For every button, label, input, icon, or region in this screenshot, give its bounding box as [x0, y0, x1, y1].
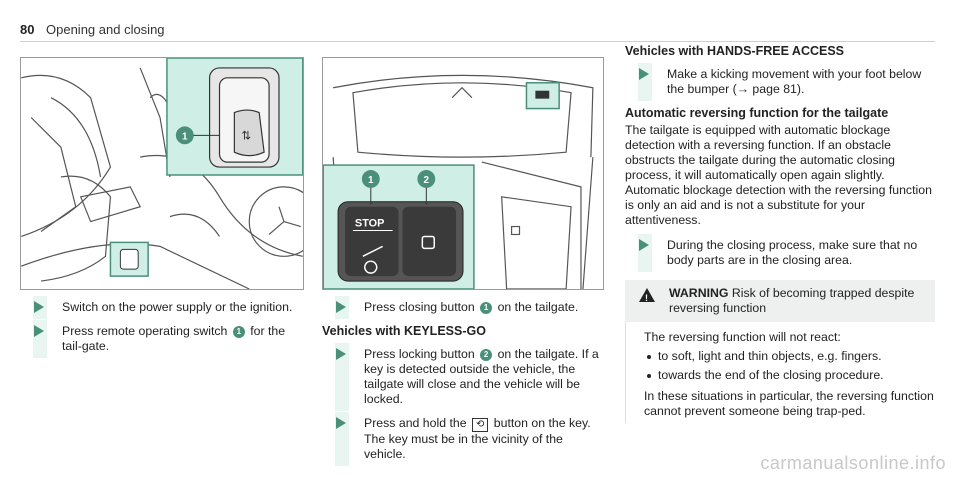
step-press-closing-button: Press closing button 1 on the tailgate. — [322, 296, 607, 319]
door-illustration: ⇅ 1 — [21, 58, 303, 289]
list-item: towards the end of the closing procedure… — [644, 368, 935, 383]
warning-box: ! WARNING Risk of becoming trapped despi… — [625, 280, 935, 423]
figure-door-switch: ⇅ 1 — [20, 57, 304, 290]
column-right-text: Vehicles with HANDS-FREE ACCESS Make a k… — [625, 40, 935, 423]
callout-2: 2 — [424, 175, 430, 186]
step-press-hold-key: Press and hold the ⟲ button on the key. … — [322, 412, 607, 466]
heading-keyless-go: Vehicles with KEYLESS-GO — [322, 324, 486, 338]
number-badge: 1 — [232, 326, 245, 338]
figure-tailgate-buttons: STOP 1 2 — [322, 57, 604, 290]
step-arrow-icon — [639, 239, 649, 251]
step-arrow-icon — [336, 348, 346, 360]
tailgate-key-icon: ⟲ — [471, 418, 489, 432]
page-header: 80 Opening and closing — [20, 22, 935, 42]
step-arrow-icon — [336, 417, 346, 429]
paragraph-reversing: The tailgate is equipped with automatic … — [625, 123, 932, 227]
warning-triangle-icon: ! — [639, 288, 655, 303]
page-number: 80 — [20, 22, 35, 37]
heading-hands-free: Vehicles with HANDS-FREE ACCESS — [625, 44, 845, 58]
warning-header: ! WARNING Risk of becoming trapped despi… — [625, 280, 935, 322]
warning-title: Risk of becoming trapped despite reversi… — [669, 286, 915, 315]
callout-1: 1 — [182, 131, 188, 142]
step-arrow-icon — [34, 301, 44, 313]
list-item: to soft, light and thin objects, e.g. fi… — [644, 349, 935, 364]
warning-body: The reversing function will not react: t… — [625, 322, 935, 423]
step-switch-on: Switch on the power supply or the igniti… — [20, 296, 310, 319]
number-badge: 1 — [480, 302, 493, 314]
watermark: carmanualsonline.info — [760, 453, 946, 473]
warning-label: WARNING — [669, 286, 729, 300]
step-press-locking-button: Press locking button 2 on the tailgate. … — [322, 343, 607, 411]
step-arrow-icon — [336, 301, 346, 313]
step-press-remote-switch: Press remote operating switch 1 for the … — [20, 320, 310, 358]
warning-outro: In these situations in particular, the r… — [644, 389, 934, 418]
section-title: Opening and closing — [46, 22, 165, 37]
number-badge: 2 — [480, 349, 493, 361]
column-middle-text: Press closing button 1 on the tailgate. … — [322, 296, 607, 471]
svg-text:⇅: ⇅ — [241, 128, 251, 142]
step-closing-area: During the closing process, make sure th… — [625, 234, 935, 272]
callout-1: 1 — [368, 175, 374, 186]
stop-label: STOP — [355, 218, 384, 230]
step-arrow-icon — [639, 68, 649, 80]
column-left-text: Switch on the power supply or the igniti… — [20, 296, 310, 363]
warning-intro: The reversing function will not react: — [644, 330, 841, 344]
step-arrow-icon — [34, 325, 44, 337]
step-kick-movement: Make a kicking movement with your foot b… — [625, 63, 935, 101]
tailgate-illustration: STOP 1 2 — [323, 74, 594, 289]
heading-reversing-function: Automatic reversing function for the tai… — [625, 106, 889, 120]
